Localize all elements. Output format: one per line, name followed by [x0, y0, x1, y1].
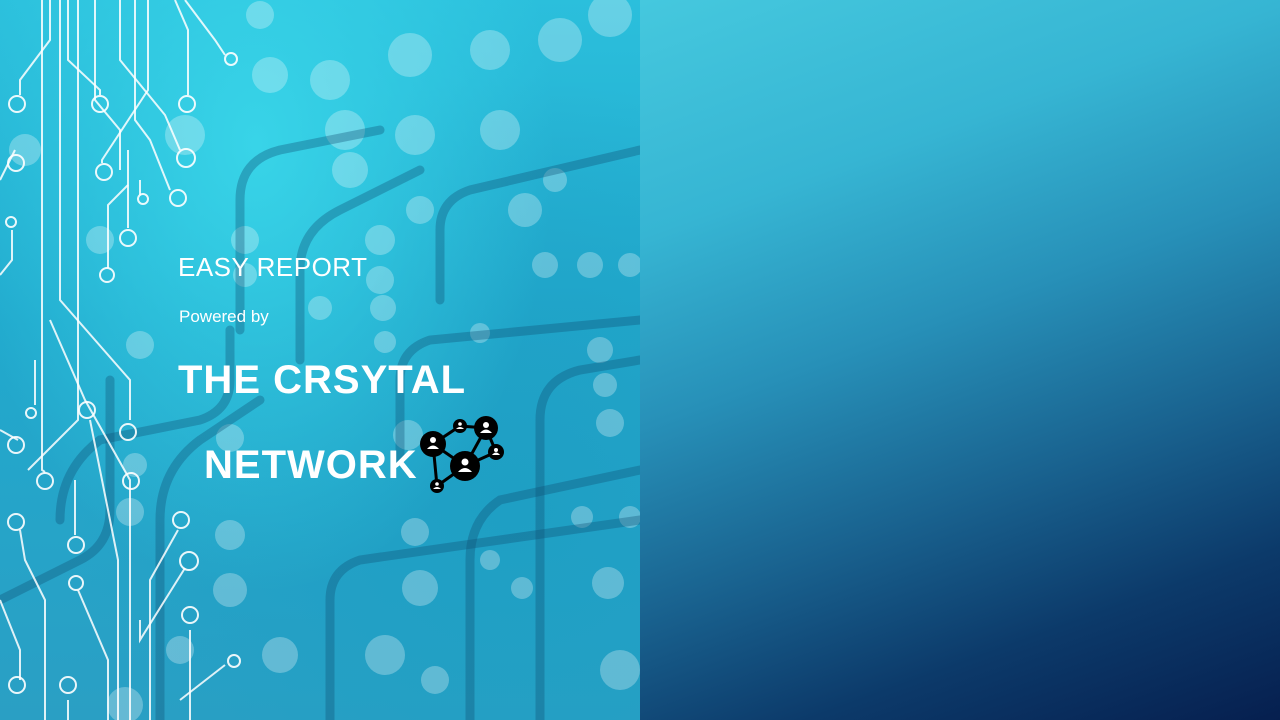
network-people-icon [420, 416, 504, 493]
powered-by-label: Powered by [179, 307, 269, 326]
title-text-block: EASY REPORT Powered by THE CRSYTAL NETWO… [178, 252, 504, 493]
circuit-board-image [0, 0, 640, 720]
brand-name-line1: THE CRSYTAL [178, 358, 467, 402]
circuit-board-graphic [0, 125, 640, 720]
gradient-panel [640, 0, 1280, 720]
slide-title: EASY REPORT [178, 252, 368, 282]
brand-name-line2: NETWORK [204, 443, 418, 487]
